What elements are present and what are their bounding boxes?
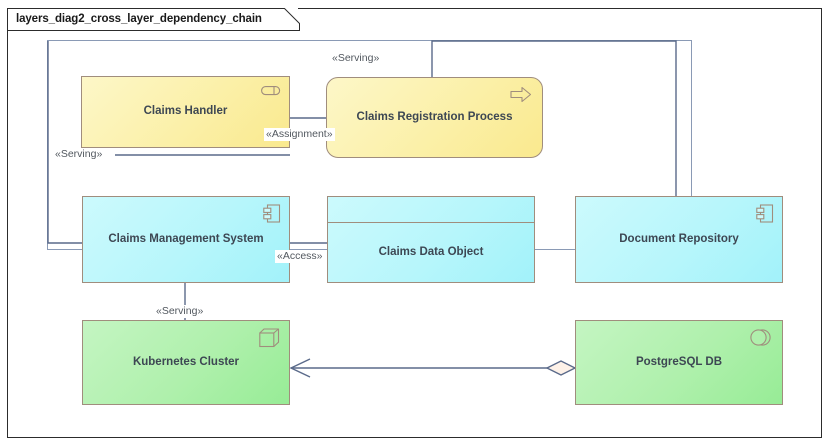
business-process-arrow-icon xyxy=(510,86,532,108)
node-kubernetes-cluster-label: Kubernetes Cluster xyxy=(132,355,240,368)
rel-label-access-cms-data: «Access» xyxy=(275,250,325,263)
rel-label-assignment: «Assignment» xyxy=(264,128,335,141)
node-claims-management-system-label: Claims Management System xyxy=(108,232,264,245)
node-claims-registration-process[interactable]: Claims Registration Process xyxy=(326,77,543,158)
node-claims-data-object-label: Claims Data Object xyxy=(378,245,484,258)
rel-label-serving-k8s-cms: «Serving» xyxy=(154,305,206,318)
node-claims-management-system[interactable]: Claims Management System xyxy=(82,196,290,283)
rel-label-serving-cms-handler: «Serving» xyxy=(53,148,105,161)
data-object-body: Claims Data Object xyxy=(328,223,534,282)
node-document-repository-label: Document Repository xyxy=(619,232,739,245)
diagram-name-tab[interactable]: layers_diag2_cross_layer_dependency_chai… xyxy=(7,8,272,30)
application-component-icon xyxy=(756,204,774,228)
node-document-repository[interactable]: Document Repository xyxy=(575,196,783,283)
node-postgresql-db-label: PostgreSQL DB xyxy=(635,355,723,368)
technology-service-circles-icon xyxy=(749,328,773,353)
business-role-icon xyxy=(261,84,281,102)
node-postgresql-db[interactable]: PostgreSQL DB xyxy=(575,320,783,405)
rel-label-serving-docrepo-process: «Serving» xyxy=(330,52,382,65)
node-kubernetes-cluster[interactable]: Kubernetes Cluster xyxy=(82,320,290,405)
data-object-header-band xyxy=(328,197,534,223)
node-3d-box-icon xyxy=(259,328,280,353)
application-component-icon xyxy=(263,204,281,228)
node-claims-data-object[interactable]: Claims Data Object xyxy=(327,196,535,283)
node-claims-registration-process-label: Claims Registration Process xyxy=(356,110,513,123)
node-claims-handler[interactable]: Claims Handler xyxy=(81,76,290,148)
diagram-frame xyxy=(7,8,822,438)
node-claims-handler-label: Claims Handler xyxy=(143,105,228,118)
diagram-name-label: layers_diag2_cross_layer_dependency_chai… xyxy=(16,13,262,25)
